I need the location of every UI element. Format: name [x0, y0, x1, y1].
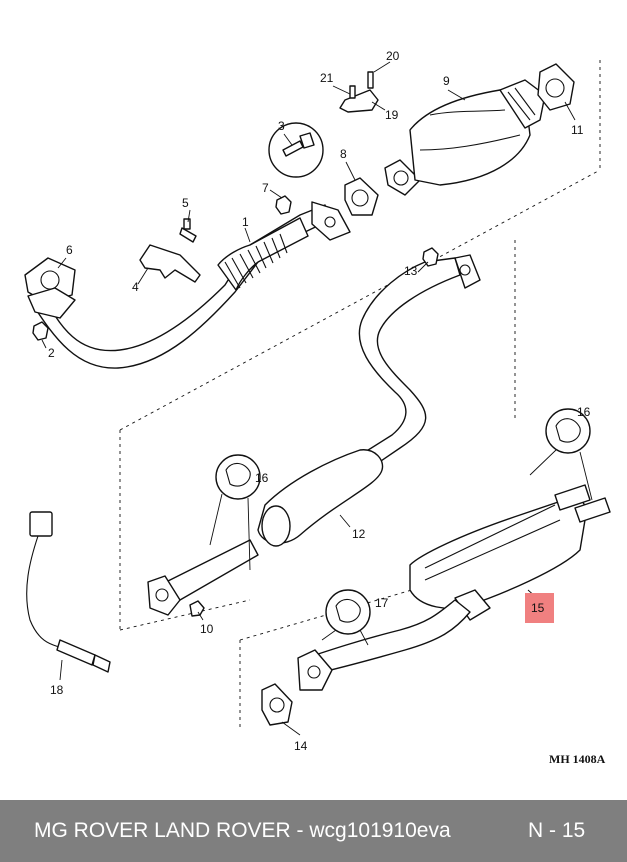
oxygen-sensor — [26, 511, 111, 673]
catalytic-converter — [384, 79, 546, 196]
exhaust-system-diagram: 1 2 3 4 5 6 7 8 9 10 11 12 13 14 15 16 1… — [24, 49, 611, 766]
callout-labels: 1 2 3 4 5 6 7 8 9 10 11 12 13 14 15 16 1… — [48, 49, 591, 753]
footer-bar: MG ROVER LAND ROVER - wcg101910eva N - 1… — [0, 800, 627, 862]
callout-5: 5 — [182, 196, 189, 210]
bracket — [139, 218, 201, 283]
highlight-15 — [525, 593, 554, 623]
rear-silencer — [261, 484, 611, 726]
front-pipe — [24, 201, 351, 369]
callout-15: 15 — [531, 601, 545, 615]
diagram-reference: MH 1408A — [549, 752, 606, 766]
leader-lines — [41, 61, 576, 736]
page-number: N - 15 — [528, 819, 586, 842]
callout-7: 7 — [262, 181, 269, 195]
footer-title: MG ROVER LAND ROVER - wcg101910eva — [34, 819, 451, 842]
callout-11: 11 — [571, 123, 584, 137]
nuts — [32, 195, 292, 341]
flange-gasket — [537, 63, 575, 111]
hanger-details — [209, 408, 593, 646]
callout-2: 2 — [48, 346, 55, 360]
callout-16-upper: 16 — [577, 405, 591, 419]
callout-4: 4 — [132, 280, 139, 294]
callout-1: 1 — [242, 215, 249, 229]
callout-14: 14 — [294, 739, 308, 753]
callout-8: 8 — [340, 147, 347, 161]
callout-13: 13 — [404, 264, 418, 278]
intermediate-pipe — [147, 254, 481, 617]
callout-19: 19 — [385, 108, 399, 122]
callout-16-lower: 16 — [255, 471, 269, 485]
callout-10: 10 — [200, 622, 214, 636]
callout-17: 17 — [375, 596, 389, 610]
callout-9: 9 — [443, 74, 450, 88]
callout-12: 12 — [352, 527, 366, 541]
callout-20: 20 — [386, 49, 400, 63]
callout-6: 6 — [66, 243, 73, 257]
stud-detail — [268, 122, 324, 178]
clamp-assembly — [339, 71, 379, 113]
gasket — [344, 177, 379, 216]
callout-18: 18 — [50, 683, 64, 697]
callout-3: 3 — [278, 119, 285, 133]
nut-13 — [422, 247, 439, 267]
callout-21: 21 — [320, 71, 334, 85]
